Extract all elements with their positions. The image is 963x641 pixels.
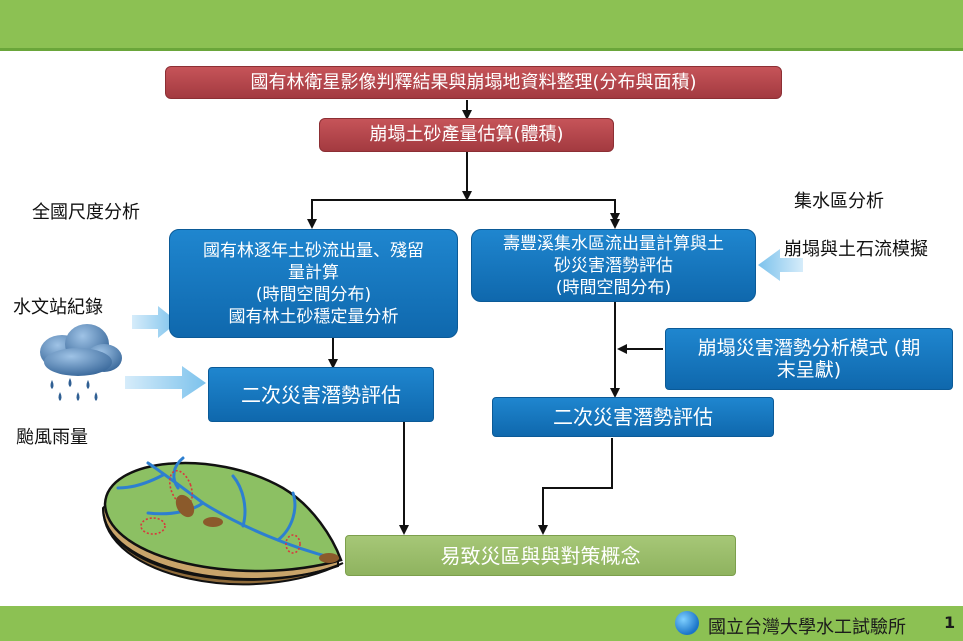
- hydro-station-label: 水文站紀錄: [13, 297, 103, 318]
- rain-cloud-icon: [40, 324, 122, 401]
- footer-bar: [0, 606, 963, 641]
- header-bar: [0, 0, 963, 48]
- institute-name: 國立台灣大學水工試驗所: [708, 617, 906, 638]
- secondary-hazard-left-text: 二次災害潛勢評估: [241, 382, 401, 407]
- collapse-model-line-1: 崩塌災害潛勢分析模式 (期: [697, 337, 921, 359]
- typhoon-rain-label: 颱風雨量: [16, 427, 88, 448]
- national-sediment-line-2: 量計算: [288, 262, 339, 283]
- globe-logo-icon: [675, 611, 699, 635]
- sediment-volume-box: 崩塌土砂產量估算(體積): [319, 118, 614, 152]
- terrain-basin-icon: [101, 456, 344, 586]
- watershed-label: 集水區分析: [794, 191, 884, 212]
- input-arrow-hydro: [132, 306, 178, 338]
- national-sediment-box: 國有林逐年土砂流出量、殘留 量計算 (時間空間分布) 國有林土砂穩定量分析: [169, 229, 458, 338]
- secondary-hazard-right-box: 二次災害潛勢評估: [492, 397, 774, 437]
- collapse-model-box: 崩塌災害潛勢分析模式 (期 末呈獻): [665, 328, 953, 390]
- shoufeng-watershed-box: 壽豐溪集水區流出量計算與土 砂災害潛勢評估 (時間空間分布): [471, 229, 756, 302]
- secondary-hazard-left-box: 二次災害潛勢評估: [208, 367, 434, 422]
- header-divider: [0, 48, 963, 51]
- national-scale-label: 全國尺度分析: [32, 202, 140, 223]
- national-sediment-line-4: 國有林土砂穩定量分析: [228, 306, 399, 327]
- hazard-concept-box: 易致災區與與對策概念: [345, 535, 736, 576]
- national-sediment-line-1: 國有林逐年土砂流出量、殘留: [203, 240, 424, 261]
- landslide-debris-label: 崩塌與土石流模擬: [784, 239, 928, 260]
- sediment-volume-text: 崩塌土砂產量估算(體積): [369, 124, 564, 145]
- page-number: 1: [944, 613, 956, 632]
- satellite-classification-box: 國有林衛星影像判釋結果與崩塌地資料整理(分布與面積): [165, 66, 782, 99]
- satellite-classification-text: 國有林衛星影像判釋結果與崩塌地資料整理(分布與面積): [250, 71, 697, 93]
- hazard-concept-text: 易致災區與與對策概念: [440, 543, 641, 568]
- shoufeng-line-1: 壽豐溪集水區流出量計算與土: [503, 233, 724, 254]
- collapse-model-line-2: 末呈獻): [776, 359, 842, 381]
- shoufeng-line-3: (時間空間分布): [555, 277, 672, 298]
- shoufeng-line-2: 砂災害潛勢評估: [554, 255, 673, 276]
- secondary-hazard-right-text: 二次災害潛勢評估: [553, 405, 713, 429]
- national-sediment-line-3: (時間空間分布): [255, 284, 372, 305]
